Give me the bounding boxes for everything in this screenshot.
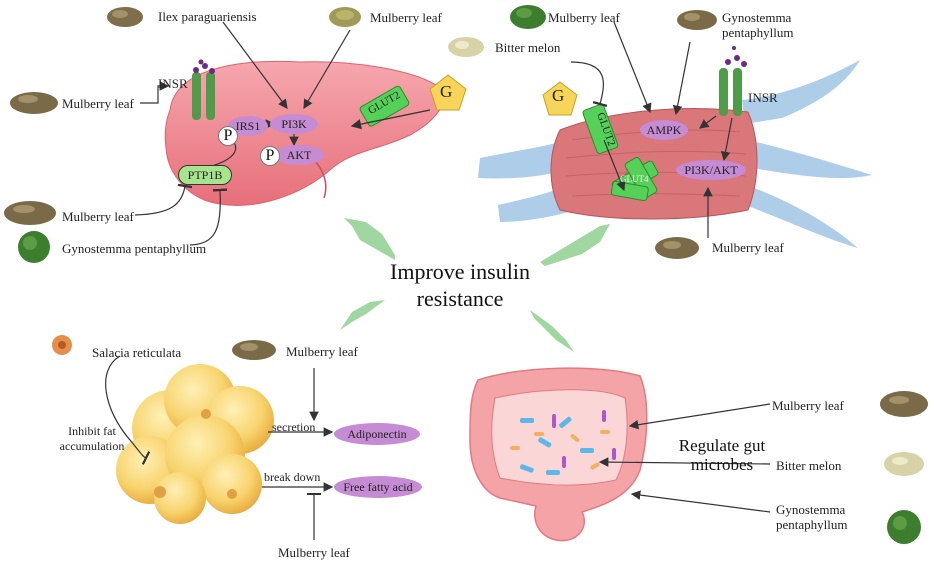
node-pi3k-akt-muscle: PI3K/AKT bbox=[676, 160, 746, 180]
muscle-illustration bbox=[478, 60, 872, 248]
intestine-illustration bbox=[469, 367, 648, 542]
center-title: Improve insulin resistance bbox=[360, 258, 560, 312]
node-adiponectin: Adiponectin bbox=[334, 423, 420, 445]
label-salacia: Salacia reticulata bbox=[92, 345, 182, 360]
mulberry-leaf-icon-insr bbox=[10, 92, 58, 114]
label-insr-liver: INSR bbox=[158, 76, 188, 91]
label-gyno-gut: Gynostemma pentaphyllum bbox=[776, 502, 848, 532]
label-mulberry-muscle-top: Mulberry leaf bbox=[548, 10, 620, 25]
node-irs1: IRS1 bbox=[228, 116, 268, 136]
label-g-muscle: G bbox=[552, 86, 565, 105]
label-mulberry-ptp1b: Mulberry leaf bbox=[62, 209, 134, 224]
label-gyno-liver: Gynostemma pentaphyllum bbox=[62, 241, 207, 256]
label-mulberry-muscle-bottom: Mulberry leaf bbox=[712, 240, 784, 255]
label-ilex: Ilex paraguariensis bbox=[158, 9, 257, 24]
label-mulberry-liver-top: Mulberry leaf bbox=[370, 10, 442, 25]
phospho-akt: P bbox=[260, 146, 280, 166]
mulberry-leaf-icon-fat-top bbox=[232, 340, 276, 360]
glucose-icon-liver bbox=[429, 74, 467, 111]
label-insr-muscle: INSR bbox=[748, 90, 778, 105]
label-mulberry-insr: Mulberry leaf bbox=[62, 96, 134, 111]
center-arrows bbox=[340, 218, 610, 352]
bitter-melon-icon-muscle bbox=[448, 37, 484, 57]
bitter-melon-icon-gut bbox=[884, 452, 924, 476]
gynostemma-icon-muscle bbox=[677, 10, 717, 30]
node-ptp1b: PTP1B bbox=[178, 165, 232, 185]
label-regulate-gut: Regulate gut microbes bbox=[678, 436, 766, 474]
gynostemma-icon-liver bbox=[18, 231, 50, 263]
mulberry-leaf-icon-ptp1b bbox=[4, 201, 56, 225]
label-inhibit-fat: Inhibit fat accumulation bbox=[59, 424, 125, 453]
center-title-line1: Improve insulin bbox=[390, 259, 530, 284]
label-mulberry-fat-bottom: Mulberry leaf bbox=[278, 545, 350, 560]
mulberry-leaf-icon-muscle-top bbox=[510, 5, 546, 29]
node-free-fatty-acid: Free fatty acid bbox=[334, 476, 422, 498]
label-breakdown: break down bbox=[264, 470, 321, 484]
mulberry-leaf-icon-liver-green bbox=[329, 7, 361, 27]
salacia-icon bbox=[52, 335, 72, 355]
phospho-irs1: P bbox=[218, 126, 238, 146]
insr-receptor-muscle bbox=[719, 46, 747, 116]
glut2-liver bbox=[359, 85, 410, 127]
glucose-icon-muscle bbox=[542, 81, 578, 116]
mulberry-leaf-icon-gut bbox=[880, 391, 928, 417]
adipocyte-cluster bbox=[116, 364, 274, 524]
mulberry-leaf-icon-muscle-bottom bbox=[655, 237, 699, 259]
label-g-liver: G bbox=[440, 82, 453, 101]
gynostemma-icon-gut bbox=[887, 510, 921, 544]
label-gyno-muscle: Gynostemma pentaphyllum bbox=[722, 10, 794, 40]
label-bitter-gut: Bitter melon bbox=[776, 458, 842, 473]
label-mulberry-gut: Mulberry leaf bbox=[772, 398, 844, 413]
mulberry-leaf-icon-liver-top bbox=[107, 7, 143, 27]
node-ampk: AMPK bbox=[640, 120, 688, 140]
node-pi3k-liver: PI3K bbox=[270, 114, 318, 134]
label-secretion: secretion bbox=[272, 420, 316, 434]
label-mulberry-fat-top: Mulberry leaf bbox=[286, 344, 358, 359]
label-bitter-muscle: Bitter melon bbox=[495, 40, 561, 55]
insr-receptor-liver bbox=[192, 59, 215, 120]
label-glut4: GLUT4 bbox=[620, 174, 649, 184]
center-title-line2: resistance bbox=[416, 286, 504, 311]
node-akt-liver: AKT bbox=[274, 145, 324, 165]
